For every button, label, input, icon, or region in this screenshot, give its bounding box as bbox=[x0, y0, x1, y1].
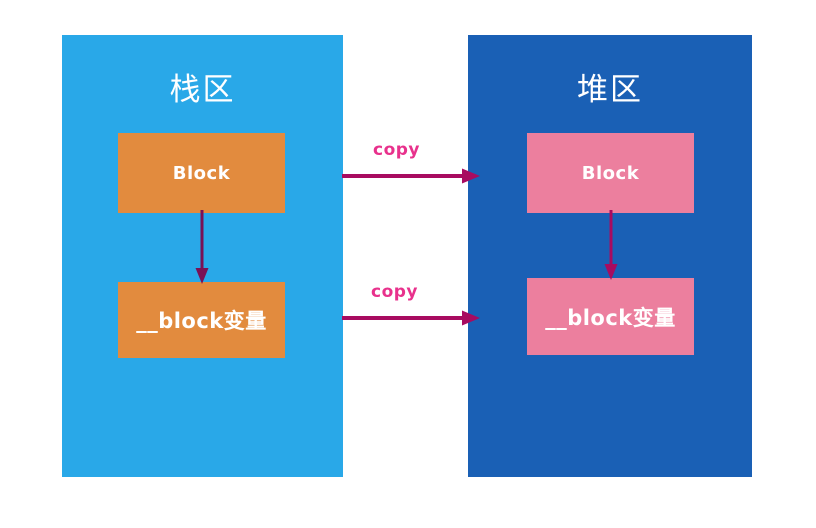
stack-block-variable-label: __block变量 bbox=[136, 309, 267, 333]
panel-stack-title: 栈区 bbox=[169, 72, 236, 108]
heap-block-box: Block bbox=[527, 133, 694, 213]
arrow-down-heap-icon bbox=[604, 210, 618, 280]
arrow-right-copy-bottom-icon bbox=[342, 310, 480, 326]
heap-block-variable-box: __block变量 bbox=[527, 278, 694, 355]
panel-heap-title: 堆区 bbox=[577, 72, 643, 108]
arrow-down-stack-icon bbox=[195, 210, 209, 284]
arrow-right-copy-top-icon bbox=[342, 168, 480, 184]
copy-label-top: copy bbox=[373, 140, 421, 160]
stack-block-label: Block bbox=[172, 162, 231, 184]
stack-block-box: Block bbox=[118, 133, 285, 213]
heap-block-label: Block bbox=[581, 162, 640, 184]
copy-label-bottom: copy bbox=[371, 282, 419, 302]
heap-block-variable-label: __block变量 bbox=[545, 305, 676, 330]
stack-block-variable-box: __block变量 bbox=[118, 282, 285, 358]
